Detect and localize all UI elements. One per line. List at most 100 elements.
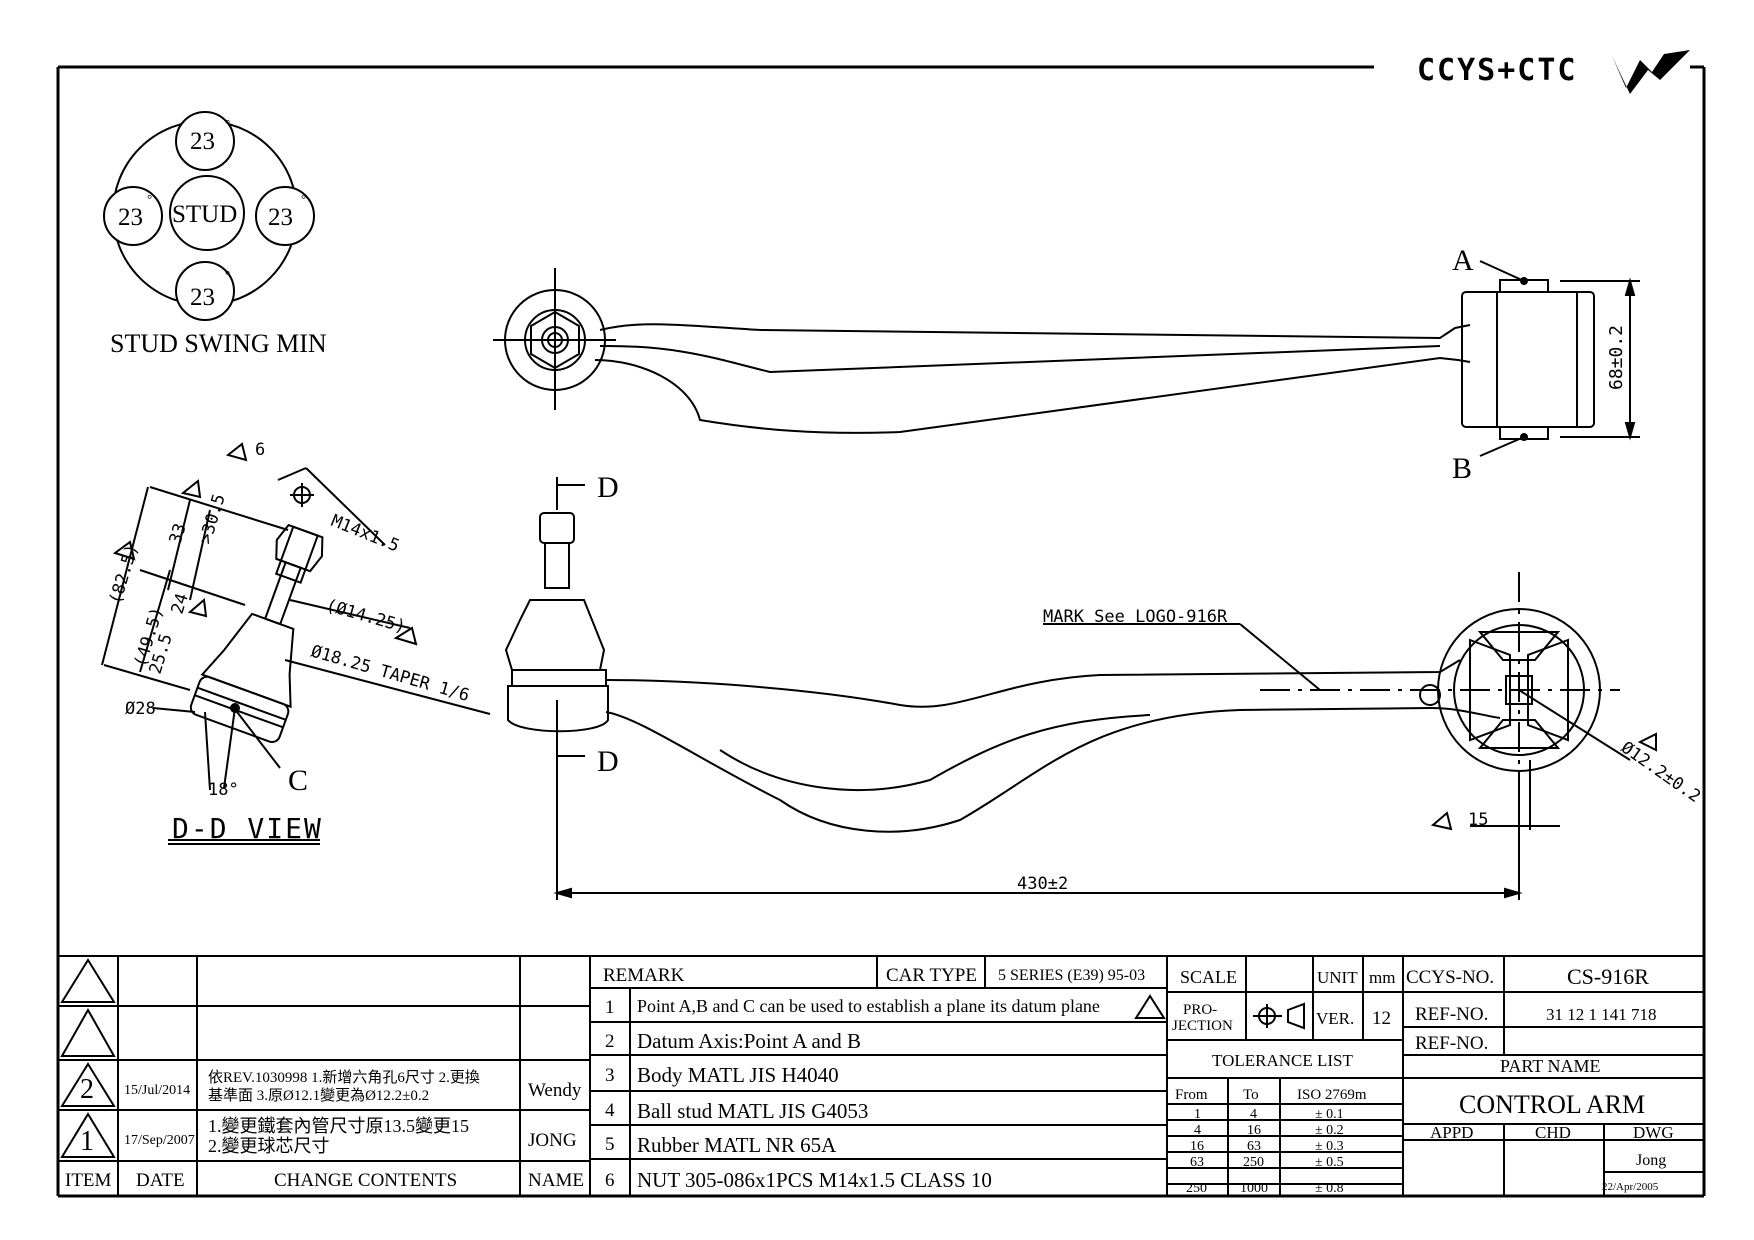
remark-3-no: 3 <box>605 1065 615 1086</box>
hole-dim: Ø12.2±0.2 <box>1617 738 1704 807</box>
header-name: NAME <box>528 1170 584 1191</box>
degree-left: ° <box>147 191 152 206</box>
dim-28: Ø28 <box>125 699 156 719</box>
remark-1-text: Point A,B and C can be used to establish… <box>637 996 1100 1016</box>
dim-14-25: (Ø14.25) <box>324 596 408 638</box>
unit-label: UNIT <box>1317 968 1358 987</box>
side-view-drawing <box>504 477 1657 900</box>
rev-1-date: 17/Sep/2007 <box>124 1133 195 1148</box>
dim-30-5: >30.5 <box>196 492 230 547</box>
tol-row-3-from: 16 <box>1190 1139 1204 1154</box>
dim-33: 33 <box>166 521 191 546</box>
title-block: CCYS-NO. CS-916R REF-NO. 31 12 1 141 718… <box>1406 964 1674 1193</box>
brand-logo: CCYS+CTC <box>1417 50 1690 94</box>
ver-value: 12 <box>1372 1008 1391 1029</box>
dim-taper: Ø18.25 TAPER 1/6 <box>309 642 472 706</box>
drawing-info: SCALE UNIT mm PRO- JECTION VER. 12 TOLER… <box>1172 967 1395 1196</box>
dim-hex: 6 <box>255 440 265 460</box>
remark-6-no: 6 <box>605 1170 615 1191</box>
ccys-number: CS-916R <box>1567 964 1649 989</box>
tol-row-5-from: 250 <box>1186 1181 1207 1196</box>
point-c: C <box>288 764 308 797</box>
degree-bottom: ° <box>225 267 230 282</box>
brand-name: CCYS+CTC <box>1417 53 1578 88</box>
ref-label-2: REF-NO. <box>1415 1033 1488 1054</box>
tol-row-1-from: 1 <box>1194 1107 1201 1122</box>
tol-row-2-from: 4 <box>1194 1123 1201 1138</box>
tol-row-3-iso: ± 0.3 <box>1315 1139 1344 1154</box>
remark-5-text: Rubber MATL NR 65A <box>637 1133 837 1157</box>
stud-swing-caption: STUD SWING MIN <box>110 329 327 358</box>
tol-row-4-from: 63 <box>1190 1155 1204 1170</box>
car-type-label: CAR TYPE <box>886 965 977 986</box>
tol-row-3-to: 63 <box>1247 1139 1261 1154</box>
point-b: B <box>1452 452 1472 485</box>
degree-right: ° <box>301 191 306 206</box>
tol-row-1-to: 4 <box>1250 1107 1257 1122</box>
rev-2-date: 15/Jul/2014 <box>124 1083 190 1098</box>
length-dim: 430±2 <box>1017 874 1068 894</box>
remarks-table: REMARK CAR TYPE 5 SERIES (E39) 95-03 1 P… <box>603 965 1145 1192</box>
rev-2-change-line1: 依REV.1030998 1.新增六角孔6尺寸 2.更換 <box>208 1069 480 1086</box>
chd-label: CHD <box>1535 1123 1571 1142</box>
tol-header-to: To <box>1243 1087 1259 1103</box>
stud-swing-labels: 23 23 23 23 ° ° ° ° STUD STUD SWING MIN <box>110 116 327 358</box>
tol-header-iso: ISO 2769m <box>1297 1087 1367 1103</box>
remark-1-no: 1 <box>605 997 615 1018</box>
dwg-date: 22/Apr/2005 <box>1602 1181 1659 1193</box>
rev-1-name: JONG <box>528 1130 577 1151</box>
rev-1-change-line2: 2.變更球芯尺寸 <box>208 1136 330 1156</box>
tol-row-4-to: 250 <box>1243 1155 1264 1170</box>
ccys-label: CCYS-NO. <box>1406 967 1494 988</box>
remark-title: REMARK <box>603 965 685 986</box>
dim-angle: 18° <box>208 780 239 800</box>
dwg-name: Jong <box>1636 1152 1666 1169</box>
swing-bottom: 23 <box>190 284 215 311</box>
section-d-top: D <box>597 471 619 504</box>
dd-view-labels: 6 M14x1.5 (82.5) (49.5) 33 >30.5 24 25.5… <box>106 440 472 845</box>
part-name-label: PART NAME <box>1500 1056 1600 1076</box>
tol-row-2-iso: ± 0.2 <box>1315 1123 1344 1138</box>
bush-width-dim: 68±0.2 <box>1606 325 1627 390</box>
remark-5-no: 5 <box>605 1134 615 1155</box>
dim-thread: M14x1.5 <box>328 511 402 556</box>
projection-label-1: PRO- <box>1183 1002 1217 1018</box>
car-type-value: 5 SERIES (E39) 95-03 <box>998 967 1145 984</box>
point-a: A <box>1452 244 1474 277</box>
header-item: ITEM <box>65 1170 112 1191</box>
ver-label: VER. <box>1316 1009 1354 1028</box>
tol-row-4-iso: ± 0.5 <box>1315 1155 1344 1170</box>
mark-note: MARK See LOGO-916R <box>1043 607 1228 627</box>
stud-swing-diagram <box>103 111 315 321</box>
dd-view-caption: D-D VIEW <box>172 812 323 845</box>
tol-header-from: From <box>1175 1087 1208 1103</box>
offset-dim: 15 <box>1468 810 1488 830</box>
tol-row-1-iso: ± 0.1 <box>1315 1107 1344 1122</box>
swing-left: 23 <box>118 204 143 231</box>
swing-top: 23 <box>190 128 215 155</box>
top-view-drawing <box>493 260 1640 457</box>
appd-label: APPD <box>1430 1123 1473 1142</box>
ref-number: 31 12 1 141 718 <box>1546 1005 1657 1024</box>
dd-view-drawing <box>101 442 491 845</box>
ref-label: REF-NO. <box>1415 1004 1488 1025</box>
projection-label-2: JECTION <box>1172 1018 1233 1034</box>
brand-mark-icon <box>1612 50 1690 94</box>
remark-2-no: 2 <box>605 1031 615 1052</box>
degree-top: ° <box>225 116 230 131</box>
remark-4-no: 4 <box>605 1100 615 1121</box>
rev-1-number: 1 <box>80 1126 94 1157</box>
side-view-labels: D D MARK See LOGO-916R Ø12.2±0.2 15 430±… <box>597 471 1704 894</box>
rev-2-name: Wendy <box>528 1080 582 1101</box>
dwg-label: DWG <box>1633 1123 1674 1142</box>
part-name: CONTROL ARM <box>1459 1090 1645 1119</box>
remark-4-text: Ball stud MATL JIS G4053 <box>637 1099 868 1123</box>
section-d-bottom: D <box>597 745 619 778</box>
swing-right: 23 <box>268 204 293 231</box>
dim-82-5: (82.5) <box>106 542 143 607</box>
revision-table: 2 15/Jul/2014 依REV.1030998 1.新增六角孔6尺寸 2.… <box>65 1069 584 1191</box>
title-block-grid <box>58 955 1704 1196</box>
top-view-labels: A B 68±0.2 <box>1452 244 1627 485</box>
stud-center-label: STUD <box>172 201 237 228</box>
